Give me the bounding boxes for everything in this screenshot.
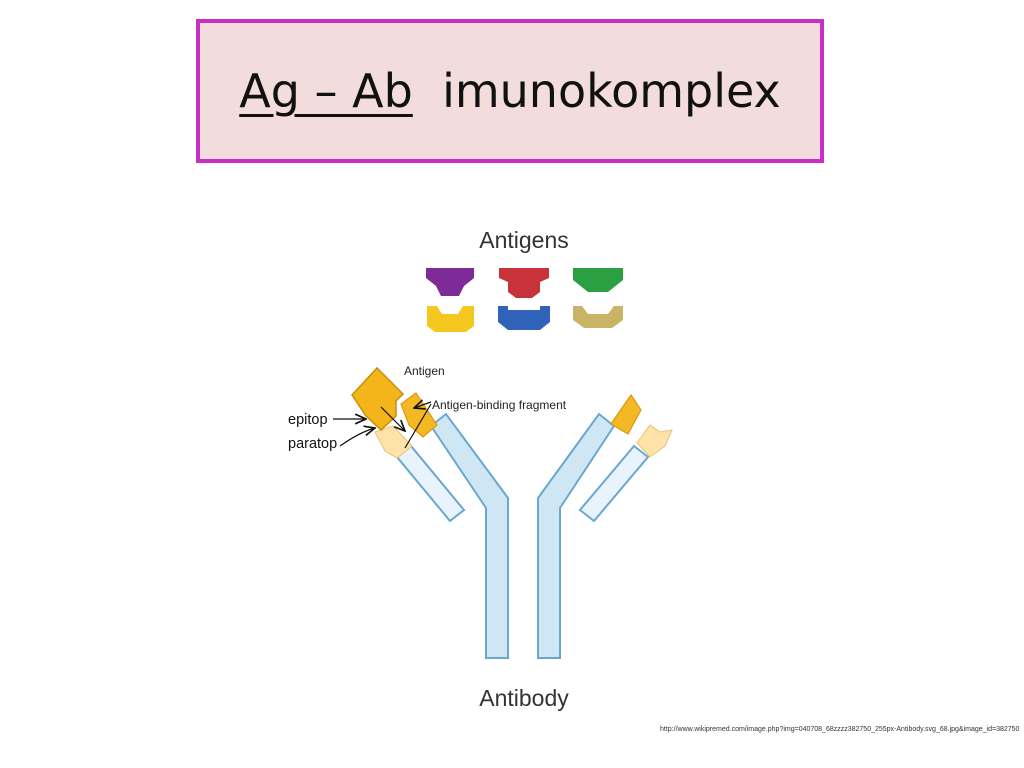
- paratop-label: paratop: [288, 436, 337, 452]
- antigens-heading: Antigens: [479, 227, 569, 253]
- antibody-label: Antibody: [479, 685, 569, 711]
- right-light-tip: [636, 424, 673, 458]
- left-heavy-tip: [400, 392, 438, 438]
- label-arrows: [333, 402, 432, 449]
- antigen-shape-red: [499, 268, 549, 298]
- antigen-shapes: [426, 268, 623, 332]
- antigen-shape-tan: [573, 306, 623, 328]
- bound-antigen: [351, 366, 405, 432]
- right-light-chain: [578, 444, 650, 523]
- antigen-label: Antigen: [404, 364, 445, 378]
- antibody-heavy-chains: [429, 412, 616, 659]
- source-url: http://www.wikipremed.com/image.php?img=…: [660, 726, 1020, 733]
- title-ag-ab: Ag – Ab: [239, 64, 413, 118]
- paratop-arrow: [339, 428, 375, 447]
- fab-pointer-2: [404, 403, 432, 449]
- antigen-shape-blue: [498, 306, 550, 330]
- antigen-shape-green: [573, 268, 623, 292]
- right-heavy-tip: [610, 393, 642, 435]
- fab-pointer-1: [414, 402, 432, 408]
- slide-title: Ag – Ab imunokomplex: [239, 64, 781, 118]
- antigen-shape-yellow: [427, 306, 474, 332]
- left-light-tip: [374, 425, 413, 459]
- epitop-label: epitop: [288, 412, 328, 428]
- fab-label: Antigen-binding fragment: [432, 398, 567, 412]
- antibody-light-chains: [395, 444, 650, 523]
- antigen-pointer: [380, 406, 405, 431]
- left-heavy-chain: [429, 412, 509, 659]
- right-heavy-chain: [537, 412, 616, 659]
- title-box: Ag – Ab imunokomplex: [196, 19, 824, 163]
- title-imunokomplex: imunokomplex: [442, 64, 781, 118]
- antigen-shape-purple: [426, 268, 474, 296]
